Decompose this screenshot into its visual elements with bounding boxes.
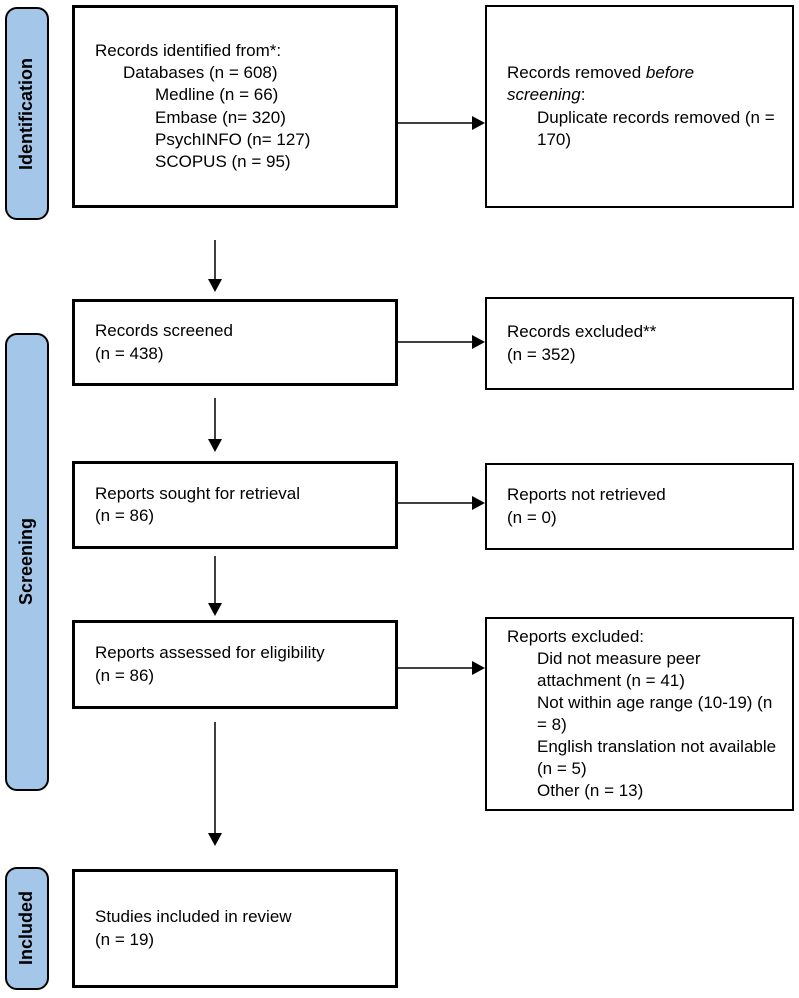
box-reports-assessed: Reports assessed for eligibility (n = 86… [72, 620, 398, 709]
reports-sought-count: (n = 86) [95, 506, 155, 525]
reason-english-translation: English translation not available (n = 5… [537, 737, 777, 779]
reason-age-range: Not within age range (10-19) (n = 8) [537, 692, 773, 734]
arrow-down-assessed-to-included [208, 722, 222, 846]
reports-assessed-count: (n = 86) [95, 665, 155, 685]
records-excluded-count: (n = 352) [507, 344, 576, 364]
arrow-line [398, 341, 473, 343]
studies-included-count: (n = 19) [95, 929, 155, 949]
scopus-count: SCOPUS (n = 95) [155, 151, 291, 171]
arrow-line [214, 722, 216, 834]
reports-excluded-title: Reports excluded: [507, 626, 645, 646]
psychinfo-count: PsychINFO (n= 127) [155, 129, 311, 149]
arrow-down-identified-to-screened [208, 240, 222, 292]
arrow-line [398, 667, 473, 669]
reports-not-retrieved-count: (n = 0) [507, 507, 557, 527]
arrow-head-down-icon [208, 279, 222, 292]
stage-bar-screening: Screening [5, 333, 49, 791]
box-reports-sought: Reports sought for retrieval (n = 86) [72, 461, 398, 549]
arrow-head-down-icon [208, 439, 222, 452]
stage-bar-included: Included [5, 867, 49, 990]
embase-count: Embase (n= 320) [155, 107, 286, 127]
arrow-line [398, 122, 473, 124]
records-removed-suffix: : [580, 85, 586, 105]
arrow-head-right-icon [472, 496, 485, 510]
reason-other: Other (n = 13) [537, 781, 644, 801]
box-records-screened: Records screened (n = 438) [72, 299, 398, 386]
studies-included-label: Studies included in review [95, 907, 292, 927]
arrow-head-right-icon [472, 335, 485, 349]
arrow-down-screened-to-sought [208, 398, 222, 452]
records-excluded-label: Records excluded** [507, 322, 657, 342]
arrow-line [214, 398, 216, 440]
arrow-head-down-icon [208, 603, 222, 616]
stage-bar-identification: Identification [5, 7, 49, 220]
reports-excluded-reasons: Did not measure peer attachment (n = 41)… [507, 648, 782, 803]
stage-label-screening: Screening [16, 518, 37, 606]
records-removed-prefix: Records removed [507, 63, 646, 83]
records-screened-label: Records screened [95, 321, 233, 341]
box-reports-excluded: Reports excluded: Did not measure peer a… [485, 617, 794, 811]
arrow-right-identified-to-removed [398, 116, 485, 130]
arrow-line [214, 240, 216, 280]
arrow-line [398, 502, 473, 504]
records-removed-italic: before screening [507, 63, 695, 105]
reports-sought-label: Reports sought for retrieval [95, 483, 301, 503]
duplicates-removed-count: Duplicate records removed (n = 170) [537, 107, 775, 149]
arrow-down-sought-to-assessed [208, 556, 222, 616]
reports-not-retrieved-label: Reports not retrieved [507, 485, 666, 505]
box-reports-not-retrieved: Reports not retrieved (n = 0) [485, 463, 794, 550]
arrow-head-right-icon [472, 661, 485, 675]
reason-peer-attachment: Did not measure peer attachment (n = 41) [537, 648, 701, 690]
arrow-head-right-icon [472, 116, 485, 130]
arrow-head-down-icon [208, 833, 222, 846]
box-studies-included: Studies included in review (n = 19) [72, 869, 398, 988]
stage-label-identification: Identification [16, 57, 37, 170]
records-removed-title: Records removed before screening: [507, 62, 757, 106]
reports-assessed-label: Reports assessed for eligibility [95, 643, 325, 663]
arrow-right-screened-to-excluded [398, 335, 485, 349]
arrow-right-assessed-to-reports-excluded [398, 661, 485, 675]
records-screened-count: (n = 438) [95, 343, 164, 363]
box-records-excluded: Records excluded** (n = 352) [485, 297, 794, 390]
arrow-right-sought-to-not-retrieved [398, 496, 485, 510]
arrow-line [214, 556, 216, 604]
box-records-identified: Records identified from*: Databases (n =… [72, 5, 398, 208]
records-identified-title: Records identified from*: [95, 41, 282, 61]
box-records-removed-before-screening: Records removed before screening: Duplic… [485, 5, 794, 208]
stage-label-included: Included [16, 891, 37, 966]
databases-count: Databases (n = 608) [123, 63, 278, 83]
medline-count: Medline (n = 66) [155, 85, 279, 105]
